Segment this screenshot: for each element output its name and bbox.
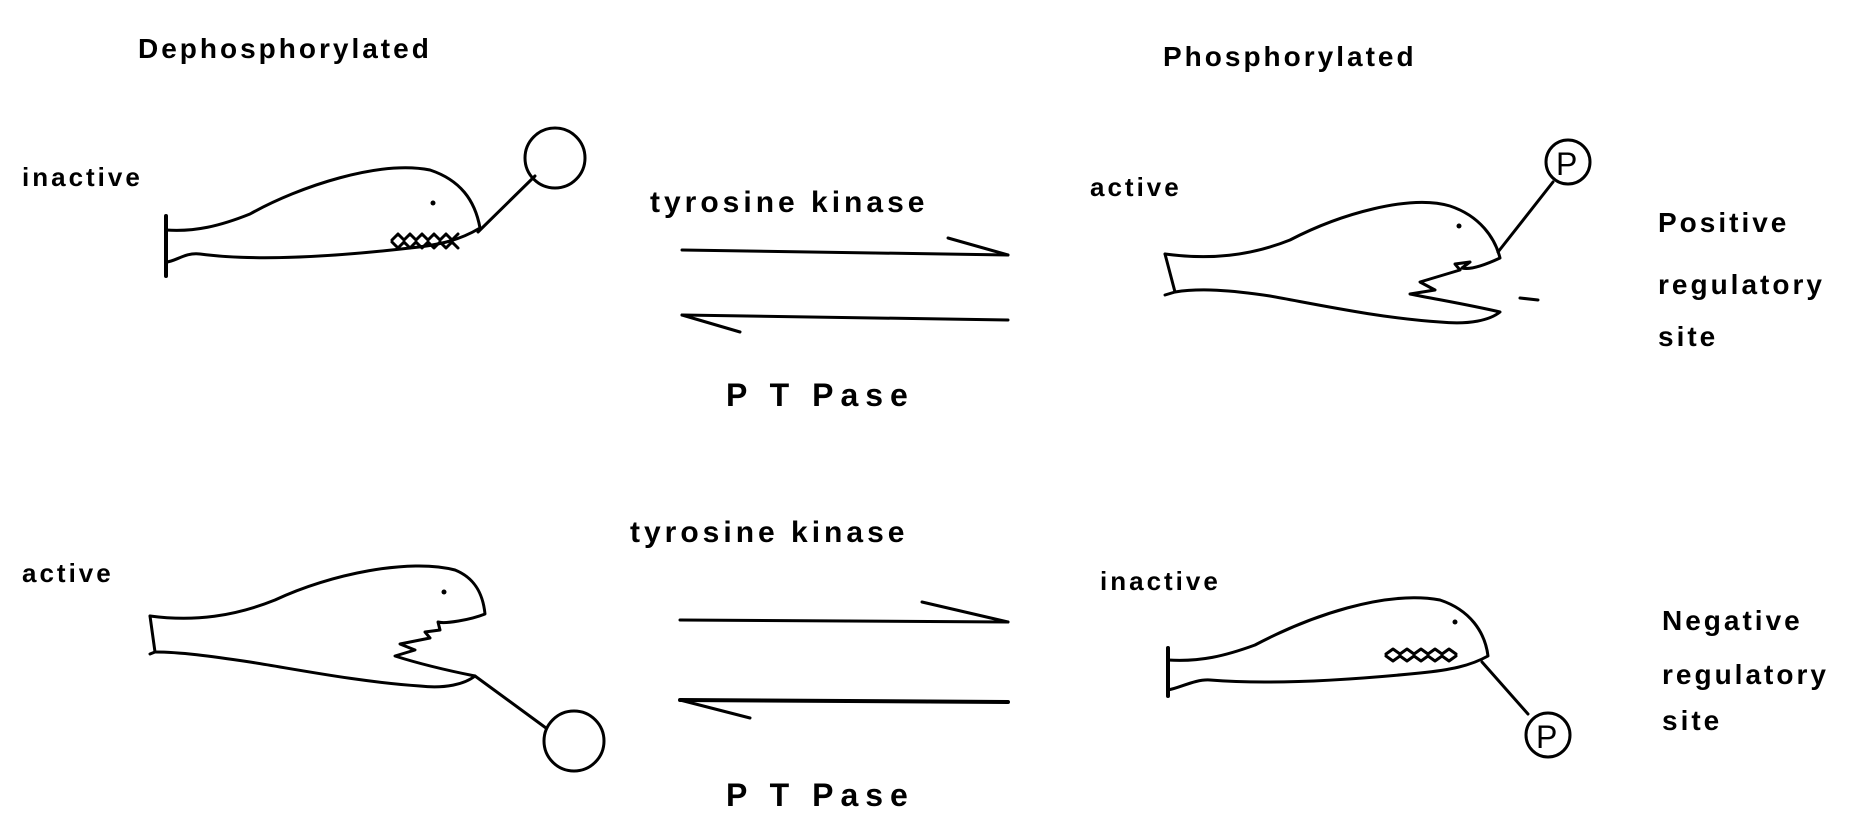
bottom-site-type-line1: Negative [1662, 605, 1803, 636]
top-reverse-enzyme-label: P T Pase [726, 377, 915, 413]
header-phosphorylated: Phosphorylated [1163, 41, 1417, 72]
top-site-type-line1: Positive [1658, 207, 1789, 238]
enzyme-top-right-active: P [1165, 140, 1590, 323]
regulatory-site-circle-bottom [544, 711, 604, 771]
top-site-type-line2: regulatory [1658, 269, 1825, 300]
header-dephosphorylated: Dephosphorylated [138, 33, 432, 64]
regulatory-site-circle [525, 128, 585, 188]
top-site-type-line3: site [1658, 321, 1718, 352]
top-left-state-label: inactive [22, 162, 143, 192]
top-reverse-arrow [682, 315, 1008, 332]
bottom-forward-enzyme-label: tyrosine kinase [630, 516, 908, 549]
top-forward-enzyme-label: tyrosine kinase [650, 186, 928, 219]
top-forward-arrow [682, 238, 1008, 255]
enzyme-bottom-left-active [150, 566, 604, 771]
bottom-site-type-label: Negative regulatory site [1662, 605, 1829, 736]
bottom-site-type-line2: regulatory [1662, 659, 1829, 690]
enzyme-bottom-right-inactive: P [1168, 598, 1570, 757]
bottom-site-type-line3: site [1662, 705, 1722, 736]
phosphate-mark-bottom: P [1536, 719, 1557, 755]
enzyme-top-left-inactive [166, 128, 585, 276]
top-right-state-label: active [1090, 172, 1182, 202]
bottom-left-state-label: active [22, 558, 114, 588]
bottom-reverse-enzyme-label: P T Pase [726, 777, 915, 813]
bottom-reverse-arrow [680, 700, 1008, 718]
top-site-type-label: Positive regulatory site [1658, 207, 1825, 352]
phosphate-mark-top: P [1556, 146, 1577, 182]
bottom-right-state-label: inactive [1100, 566, 1221, 596]
bottom-forward-arrow [680, 602, 1008, 622]
